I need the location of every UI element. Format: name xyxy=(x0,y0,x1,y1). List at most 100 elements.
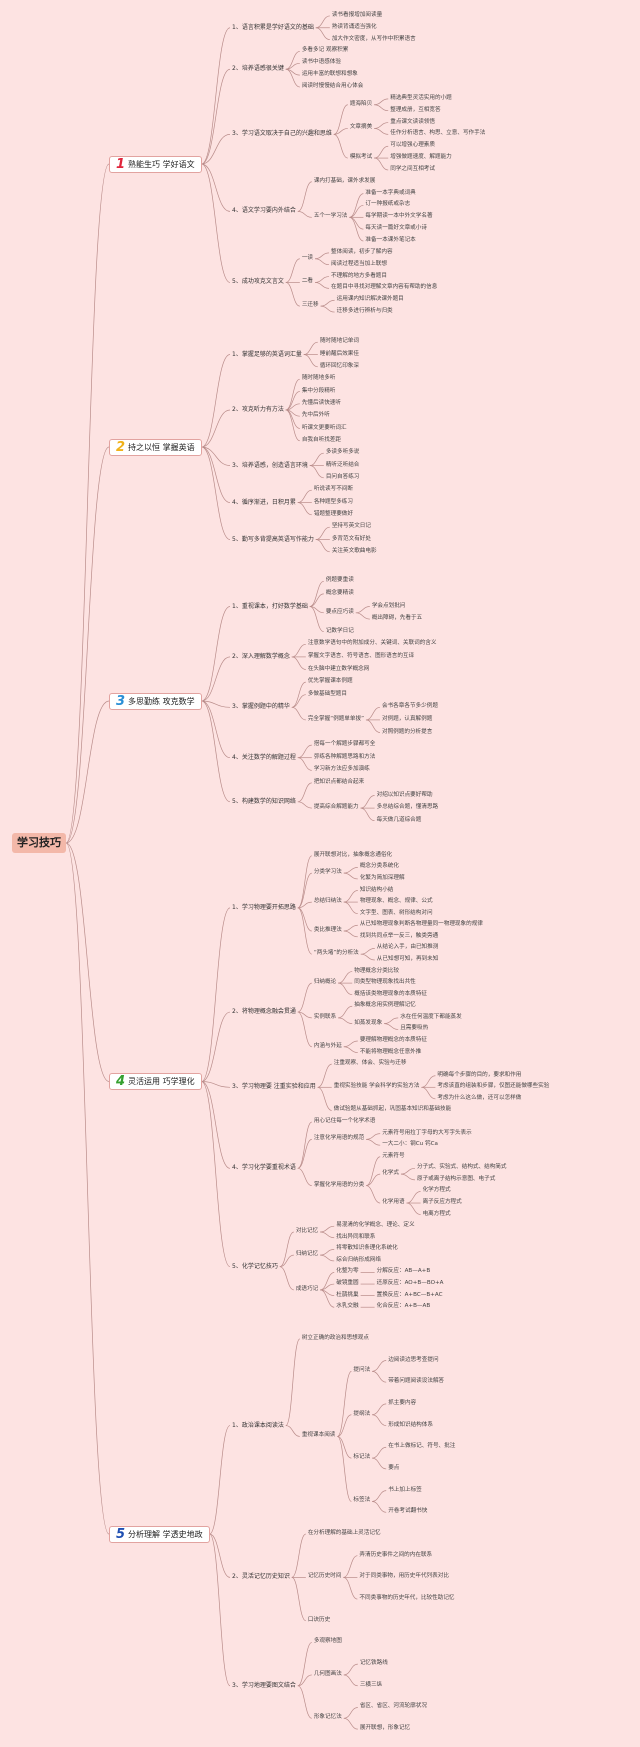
topic-node[interactable]: 对照例题的分析提言 xyxy=(381,728,433,735)
topic-node[interactable]: 4、学习化学要重视术语 xyxy=(232,1164,296,1172)
topic-node[interactable]: 先懂后读快速听 xyxy=(301,399,341,406)
topic-node[interactable]: 3、培养语感，创造语言环境 xyxy=(232,461,308,469)
topic-node[interactable]: 3、学习语文取决于自己的兴趣和思维 xyxy=(232,130,332,138)
topic-node[interactable]: 化学式 xyxy=(382,1170,399,1177)
topic-node[interactable]: 归纳概论 xyxy=(313,979,337,986)
topic-node[interactable]: 多总结综合题，懂清思路 xyxy=(376,804,439,811)
topic-node[interactable]: 随时随地记单词 xyxy=(319,338,359,345)
topic-node[interactable]: 重点课文读读领悟 xyxy=(390,118,435,125)
topic-node[interactable]: 物理现象、概念、规律、公式 xyxy=(359,898,433,905)
topic-node[interactable]: 五个一学习法 xyxy=(313,213,348,220)
topic-node[interactable]: 不理解的地方多看题目 xyxy=(331,272,387,279)
topic-node[interactable]: 2、灵活记忆历史知识 xyxy=(232,1573,290,1581)
topic-node[interactable]: 类比推理法 xyxy=(313,927,342,934)
topic-node[interactable]: 明确每个步骤的目的，要求和作用 xyxy=(437,1071,522,1078)
topic-node[interactable]: 做试验题从基础抓起，巩固基本知识和基础技能 xyxy=(333,1106,452,1113)
topic-node[interactable]: 注意数学语句中的附加成分、关键词、关联词的含义 xyxy=(307,640,437,647)
topic-node[interactable]: 知识结构小结 xyxy=(359,886,394,893)
topic-node[interactable]: 展开联想，形象记忆 xyxy=(359,1725,411,1732)
topic-node[interactable]: 把知识点都结合起来 xyxy=(313,778,365,785)
topic-node[interactable]: 开卷考试翻书快 xyxy=(388,1508,428,1515)
topic-node[interactable]: 弥练各种解题思路和方法 xyxy=(313,753,376,760)
topic-node[interactable]: 精听泛听结合 xyxy=(325,461,360,468)
topic-node[interactable]: 一大二小：钢Cu 钙Ca xyxy=(382,1141,438,1148)
topic-node[interactable]: 重视实验技能 学会科学的实验方法 xyxy=(333,1083,420,1090)
topic-node[interactable]: 内涵与外延 xyxy=(313,1042,342,1049)
topic-node[interactable]: 将零散知识条理化系统化 xyxy=(336,1245,398,1252)
topic-node[interactable]: 记忆历史时间 xyxy=(307,1573,342,1580)
topic-node[interactable]: 抓主要内容 xyxy=(388,1399,417,1406)
topic-node[interactable]: 破镜重圆 xyxy=(336,1280,359,1287)
topic-node[interactable]: 睡前醒后效果佳 xyxy=(319,350,359,357)
topic-node[interactable]: 准备一本课外笔记本 xyxy=(365,237,416,243)
topic-node[interactable]: 每天做几道综合题 xyxy=(376,816,422,823)
topic-node[interactable]: 还原反应：AO+B—BO+A xyxy=(376,1280,444,1287)
topic-node[interactable]: 元素符号用拉丁字母的大写字头表示 xyxy=(382,1129,472,1136)
topic-node[interactable]: 分解反应：AB—A+B xyxy=(376,1268,431,1275)
topic-node[interactable]: 准备一本字典或词典 xyxy=(365,189,416,196)
topic-node[interactable]: 不同类事物的历史年代，比较性助记忆 xyxy=(359,1595,455,1602)
topic-node[interactable]: 1、掌握足够的英语词汇量 xyxy=(232,350,302,358)
topic-node[interactable]: 不能将物理概念任意外推 xyxy=(359,1048,422,1055)
topic-node[interactable]: 各种题型多练习 xyxy=(313,498,353,505)
topic-node[interactable]: 对例题，认真解例题 xyxy=(381,715,433,722)
topic-node[interactable]: 自我自听找差距 xyxy=(301,436,341,443)
topic-node[interactable]: 每学期读一本中外文学名著 xyxy=(365,213,433,220)
topic-node[interactable]: 3、掌握例题中的精华 xyxy=(232,703,290,711)
topic-node[interactable]: 多做基础型题目 xyxy=(307,690,347,697)
topic-node[interactable]: 加大作文密度，从写作中积累语言 xyxy=(331,35,416,42)
topic-node[interactable]: 会书各章各节多少例题 xyxy=(381,703,438,710)
topic-node[interactable]: 树立正确的政治和思想观点 xyxy=(301,1334,369,1341)
topic-node[interactable]: 掌握化学用语的分类 xyxy=(313,1181,365,1188)
topic-node[interactable]: 1、重视课本，打好数学基础 xyxy=(232,602,308,610)
topic-node[interactable]: 文字型、图表、树形结构对问 xyxy=(359,909,433,916)
root-topic[interactable]: 学习技巧 xyxy=(12,833,66,853)
topic-node[interactable]: 水在任何温度下都能蒸发 xyxy=(400,1013,462,1020)
topic-node[interactable]: 原子或离子结构示意图、电子式 xyxy=(416,1175,496,1182)
topic-node[interactable]: 化学方程式 xyxy=(422,1187,451,1194)
topic-node[interactable]: 模拟考试 xyxy=(349,154,373,161)
topic-node[interactable]: 可以增强心理素质 xyxy=(390,142,435,149)
topic-node[interactable]: 迁移多进行辨析与归类 xyxy=(336,308,393,315)
topic-node[interactable]: 运用丰富的联想和想象 xyxy=(301,71,358,78)
topic-node[interactable]: 省区、省区、河流轮廓状况 xyxy=(359,1703,427,1710)
topic-node[interactable]: 同学之间互相考试 xyxy=(390,165,435,172)
topic-node[interactable]: 在书上做标记、符号、批注 xyxy=(388,1443,456,1450)
topic-node[interactable]: 精选典型灵活实用的小题 xyxy=(390,94,452,101)
topic-node[interactable]: 找到共同点举一反三，触类旁通 xyxy=(359,932,439,939)
topic-node[interactable]: 提问法 xyxy=(353,1367,371,1374)
topic-node[interactable]: 增强做题速度、解题能力 xyxy=(390,154,452,161)
topic-node[interactable]: 关注英文歌曲电影 xyxy=(331,547,377,554)
topic-node[interactable]: 优先掌握课本例题 xyxy=(307,678,353,685)
topic-node[interactable]: 综合归纳形成网络 xyxy=(336,1256,381,1263)
topic-node[interactable]: 注重观察、体会、实验与迁移 xyxy=(333,1060,407,1067)
topic-node[interactable]: 几何图画法 xyxy=(313,1670,342,1677)
topic-node[interactable]: 重视课本阅读 xyxy=(301,1432,336,1439)
topic-node[interactable]: 考虑为什么这么做，还可以怎样做 xyxy=(437,1094,522,1101)
topic-node[interactable]: 多看多记 观察积累 xyxy=(301,47,349,54)
topic-node[interactable]: 展开联想对比，抽象概念通俗化 xyxy=(313,851,393,858)
topic-node[interactable]: 从结论入手，由已知推测 xyxy=(376,944,439,951)
topic-node[interactable]: 三横三纵 xyxy=(359,1681,383,1688)
topic-node[interactable]: 物理概念分类比较 xyxy=(354,967,399,974)
topic-node[interactable]: 找出异同和联系 xyxy=(336,1233,376,1240)
topic-node[interactable]: 对比记忆 xyxy=(295,1227,319,1234)
topic-node[interactable]: 4、语文学习要内外结合 xyxy=(232,207,296,215)
topic-node[interactable]: 5、构建数学的知识网络 xyxy=(232,797,296,805)
topic-node[interactable]: 文章摘美 xyxy=(349,124,373,131)
topic-node[interactable]: 在题目中寻找对理解文章内容有帮助的信息 xyxy=(331,284,438,291)
topic-node[interactable]: 从已知物理现象判断各物理量同一物理现象的规律 xyxy=(359,921,483,928)
topic-node[interactable]: 在头脑中建立数学概念网 xyxy=(307,665,370,672)
topic-node[interactable]: 熟读背诵适当强化 xyxy=(331,23,377,30)
topic-node[interactable]: 概念分类系统化 xyxy=(359,863,399,870)
topic-node[interactable]: 置换反应：A+BC—B+AC xyxy=(376,1291,443,1298)
topic-node[interactable]: 化整为零 xyxy=(336,1268,359,1275)
topic-node[interactable]: 化繁为简加深理解 xyxy=(359,874,405,881)
topic-node[interactable]: 记数学日记 xyxy=(325,627,354,634)
topic-node[interactable]: 带着问题阅读设法解答 xyxy=(388,1378,445,1385)
topic-node[interactable]: 标记法 xyxy=(353,1454,371,1461)
